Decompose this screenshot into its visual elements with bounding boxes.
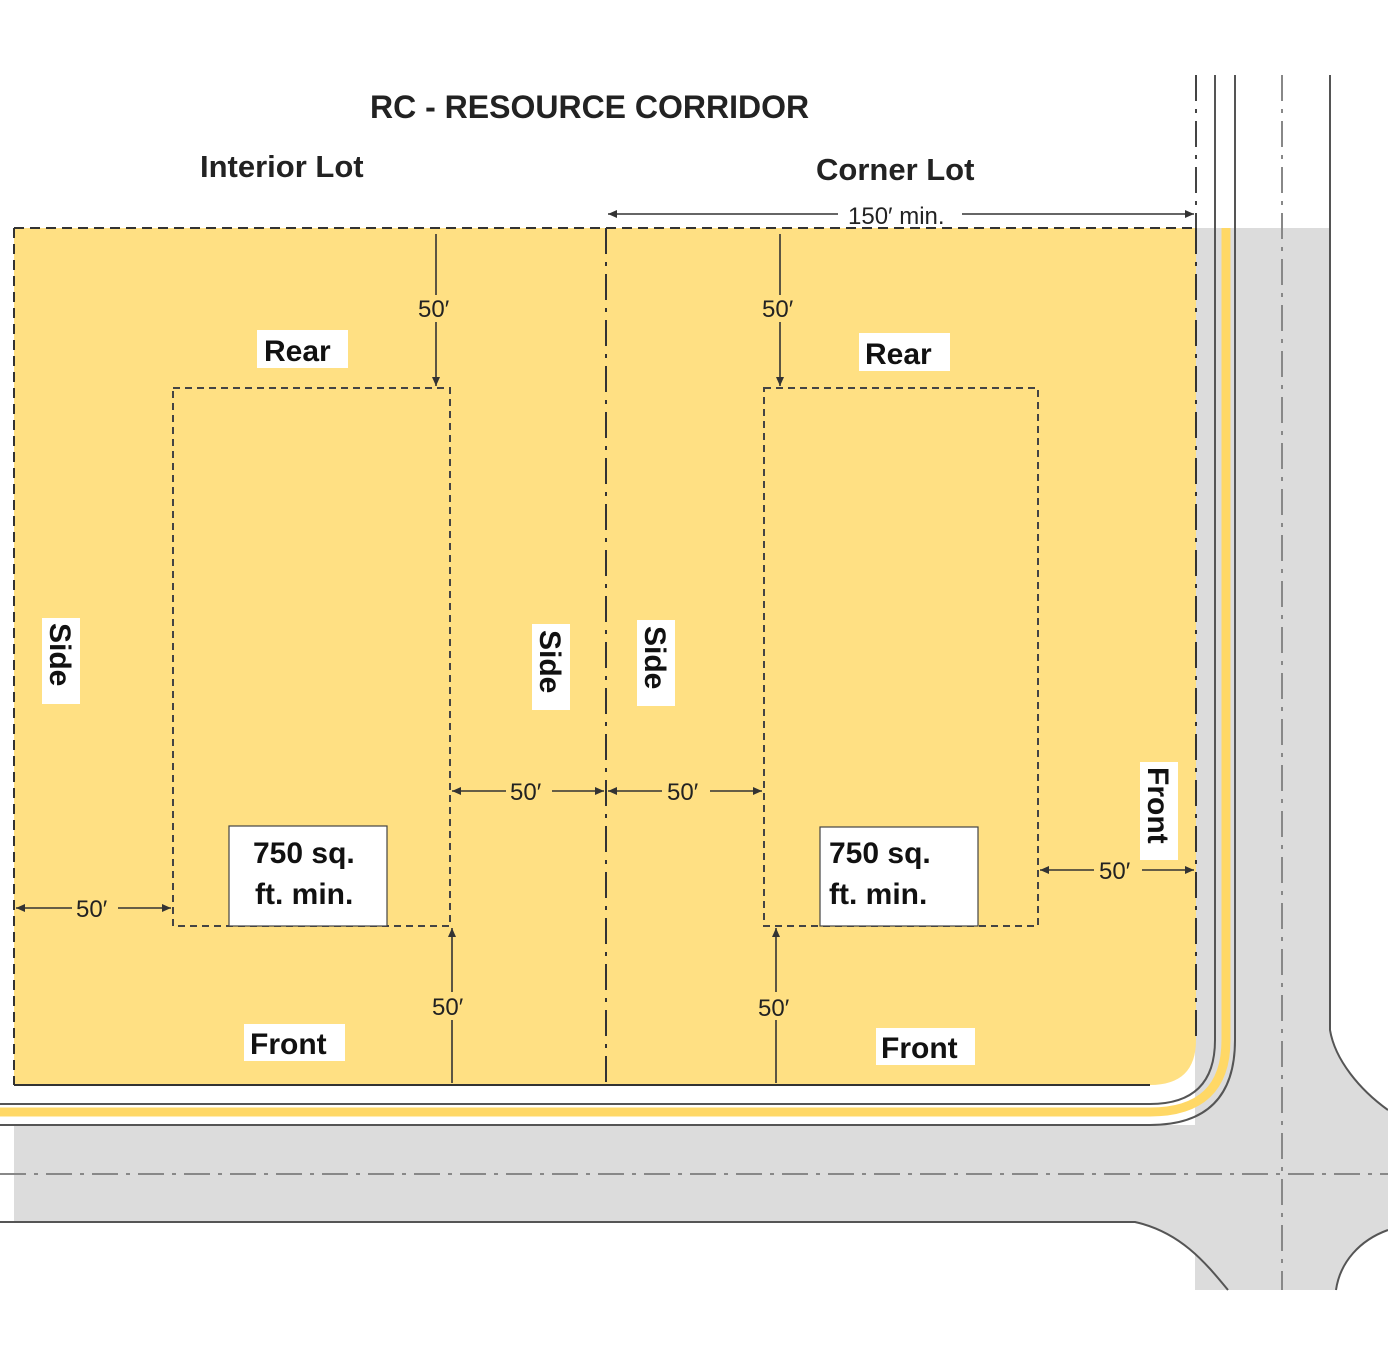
corner-side-label: Side [638, 626, 671, 689]
dimension-lines [16, 210, 1194, 1083]
corner-lot-width-label: 150′ min. [848, 203, 945, 230]
road-corner-bottom-left [1135, 1222, 1228, 1290]
interior-side-right-label: Side [533, 630, 566, 693]
interior-front-setback-label: 50′ [432, 994, 464, 1021]
corner-front-setback-label: 50′ [758, 995, 790, 1022]
interior-side-left-label: Side [43, 623, 76, 686]
corner-rear-setback-label: 50′ [762, 296, 794, 323]
curbs [0, 75, 1388, 1291]
corner-rear-label: Rear [865, 338, 932, 371]
corner-front-label: Front [881, 1032, 958, 1065]
corner-street-setback-label: 50′ [1099, 858, 1131, 885]
corner-area-line1: 750 sq. [829, 837, 931, 870]
interior-rear-label: Rear [264, 335, 331, 368]
interior-area-line2: ft. min. [255, 878, 353, 911]
interior-area-line1: 750 sq. [253, 837, 355, 870]
property-lines [13, 227, 1197, 1086]
diagram-title: RC - RESOURCE CORRIDOR [370, 89, 809, 125]
interior-left-setback-label: 50′ [76, 896, 108, 923]
corner-lot-heading: Corner Lot [816, 152, 974, 187]
interior-rear-setback-label: 50′ [418, 296, 450, 323]
interior-lot-heading: Interior Lot [200, 149, 364, 184]
road-corner-right-lower [1330, 1222, 1388, 1290]
label-backgrounds [42, 330, 1178, 1065]
road-corner-right-upper [1330, 1030, 1388, 1125]
corner-side-setback-label: 50′ [667, 779, 699, 806]
corner-area-line2: ft. min. [829, 878, 927, 911]
vertical-road [1195, 228, 1330, 1290]
corner-street-front-label: Front [1141, 767, 1174, 844]
interior-right-setback-label: 50′ [510, 779, 542, 806]
labels: RC - RESOURCE CORRIDOR Interior Lot Corn… [43, 89, 1174, 1065]
interior-lot-parcel [14, 228, 606, 1085]
interior-front-label: Front [250, 1028, 327, 1061]
